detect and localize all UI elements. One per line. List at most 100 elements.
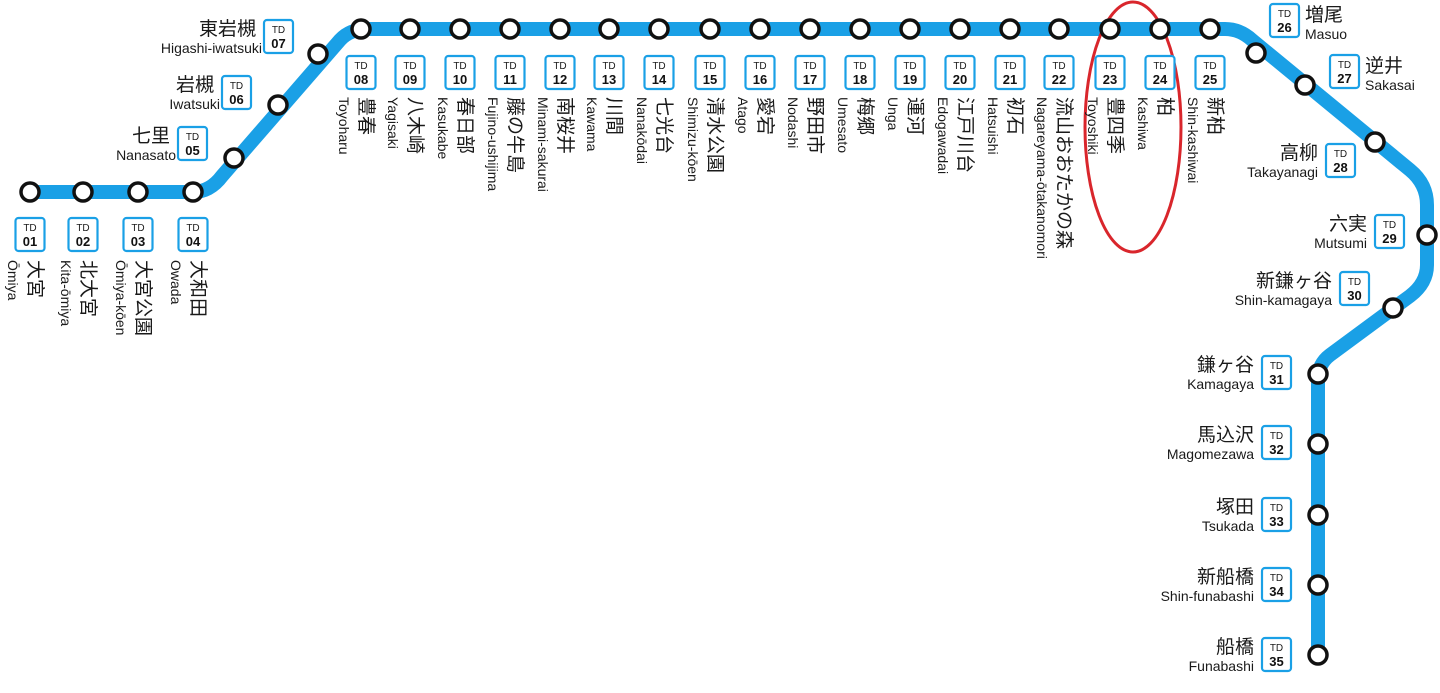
badge-prefix: TD xyxy=(652,61,665,72)
badge-prefix: TD xyxy=(453,61,466,72)
station-name-en: Ōmiya-kōen xyxy=(113,260,129,335)
station-name-ja: 増尾 xyxy=(1305,4,1343,26)
station-name-ja: 柏 xyxy=(1154,97,1176,116)
station-marker-24 xyxy=(1149,18,1171,40)
station-name-ja: 七光台 xyxy=(653,97,675,154)
station-name-en: Hatsuishi xyxy=(985,97,1001,155)
station-marker-20 xyxy=(949,18,971,40)
station-name-ja: 藤の牛島 xyxy=(504,97,526,173)
station-name-en: Edogawadai xyxy=(935,97,951,174)
badge-number: 16 xyxy=(753,72,767,87)
station-name-en: Toyoshiki xyxy=(1085,97,1101,155)
badge-number: 07 xyxy=(271,36,285,51)
badge-prefix: TD xyxy=(1270,643,1283,654)
station-name-ja: 運河 xyxy=(904,97,926,135)
station-name-en: Shin-kamagaya xyxy=(1235,292,1332,308)
station-name-en: Kamagaya xyxy=(1187,376,1254,392)
station-marker-18 xyxy=(849,18,871,40)
badge-prefix: TD xyxy=(1153,61,1166,72)
station-marker-11 xyxy=(499,18,521,40)
badge-number: 01 xyxy=(23,234,37,249)
station-name-en: Nanakōdai xyxy=(634,97,650,164)
station-name-ja: 北大宮 xyxy=(77,260,99,317)
highlight-ellipse xyxy=(1083,0,1183,254)
station-name-ja: 野田市 xyxy=(804,97,826,154)
station-name-en: Yagisaki xyxy=(385,97,401,149)
station-name-ja: 豊四季 xyxy=(1104,97,1126,154)
badge-number: 31 xyxy=(1269,372,1283,387)
station-name-en: Mutsumi xyxy=(1314,235,1367,251)
station-marker-30 xyxy=(1382,297,1404,319)
badge-number: 34 xyxy=(1269,584,1284,599)
badge-number: 06 xyxy=(229,92,243,107)
station-name-ja: 東岩槻 xyxy=(199,18,256,40)
station-name-ja: 高柳 xyxy=(1280,142,1318,164)
badge-number: 08 xyxy=(354,72,368,87)
station-name-ja: 八木崎 xyxy=(404,97,426,154)
station-name-ja: 大宮 xyxy=(24,260,46,298)
badge-prefix: TD xyxy=(853,61,866,72)
badge-prefix: TD xyxy=(186,132,199,143)
station-name-en: Iwatsuki xyxy=(169,96,220,112)
station-marker-34 xyxy=(1307,574,1329,596)
badge-number: 24 xyxy=(1153,72,1168,87)
station-marker-16 xyxy=(749,18,771,40)
station-marker-26 xyxy=(1245,42,1267,64)
station-name-ja: 六実 xyxy=(1329,213,1367,235)
badge-prefix: TD xyxy=(272,25,285,36)
badge-prefix: TD xyxy=(1278,9,1291,20)
badge-number: 09 xyxy=(403,72,417,87)
station-marker-29 xyxy=(1416,224,1438,246)
station-name-en: Atago xyxy=(735,97,751,134)
station-marker-31 xyxy=(1307,363,1329,385)
station-marker-13 xyxy=(598,18,620,40)
station-name-en: Kashiwa xyxy=(1135,97,1151,150)
badge-prefix: TD xyxy=(1270,573,1283,584)
badge-prefix: TD xyxy=(354,61,367,72)
badge-prefix: TD xyxy=(186,223,199,234)
badge-number: 17 xyxy=(803,72,817,87)
station-name-ja: 逆井 xyxy=(1365,55,1403,77)
station-name-en: Nanasato xyxy=(116,147,176,163)
station-name-ja: 清水公園 xyxy=(704,97,726,173)
station-marker-04 xyxy=(182,181,204,203)
station-marker-17 xyxy=(799,18,821,40)
badge-number: 14 xyxy=(652,72,667,87)
station-name-ja: 江戸川台 xyxy=(954,97,976,173)
station-name-en: Funabashi xyxy=(1189,658,1254,674)
badge-number: 33 xyxy=(1269,514,1283,529)
station-marker-02 xyxy=(72,181,94,203)
badge-prefix: TD xyxy=(602,61,615,72)
station-marker-19 xyxy=(899,18,921,40)
station-name-en: Umesato xyxy=(835,97,851,153)
badge-prefix: TD xyxy=(803,61,816,72)
station-name-en: Minami-sakurai xyxy=(535,97,551,192)
badge-number: 13 xyxy=(602,72,616,87)
station-marker-15 xyxy=(699,18,721,40)
station-marker-28 xyxy=(1364,131,1386,153)
station-marker-09 xyxy=(399,18,421,40)
station-marker-33 xyxy=(1307,504,1329,526)
badge-number: 28 xyxy=(1333,160,1347,175)
badge-number: 03 xyxy=(131,234,145,249)
station-name-en: Ōmiya xyxy=(5,260,21,301)
station-marker-23 xyxy=(1099,18,1121,40)
station-marker-10 xyxy=(449,18,471,40)
station-name-en: Nodashi xyxy=(785,97,801,148)
badge-number: 15 xyxy=(703,72,717,87)
station-marker-27 xyxy=(1294,74,1316,96)
badge-number: 35 xyxy=(1269,654,1283,669)
